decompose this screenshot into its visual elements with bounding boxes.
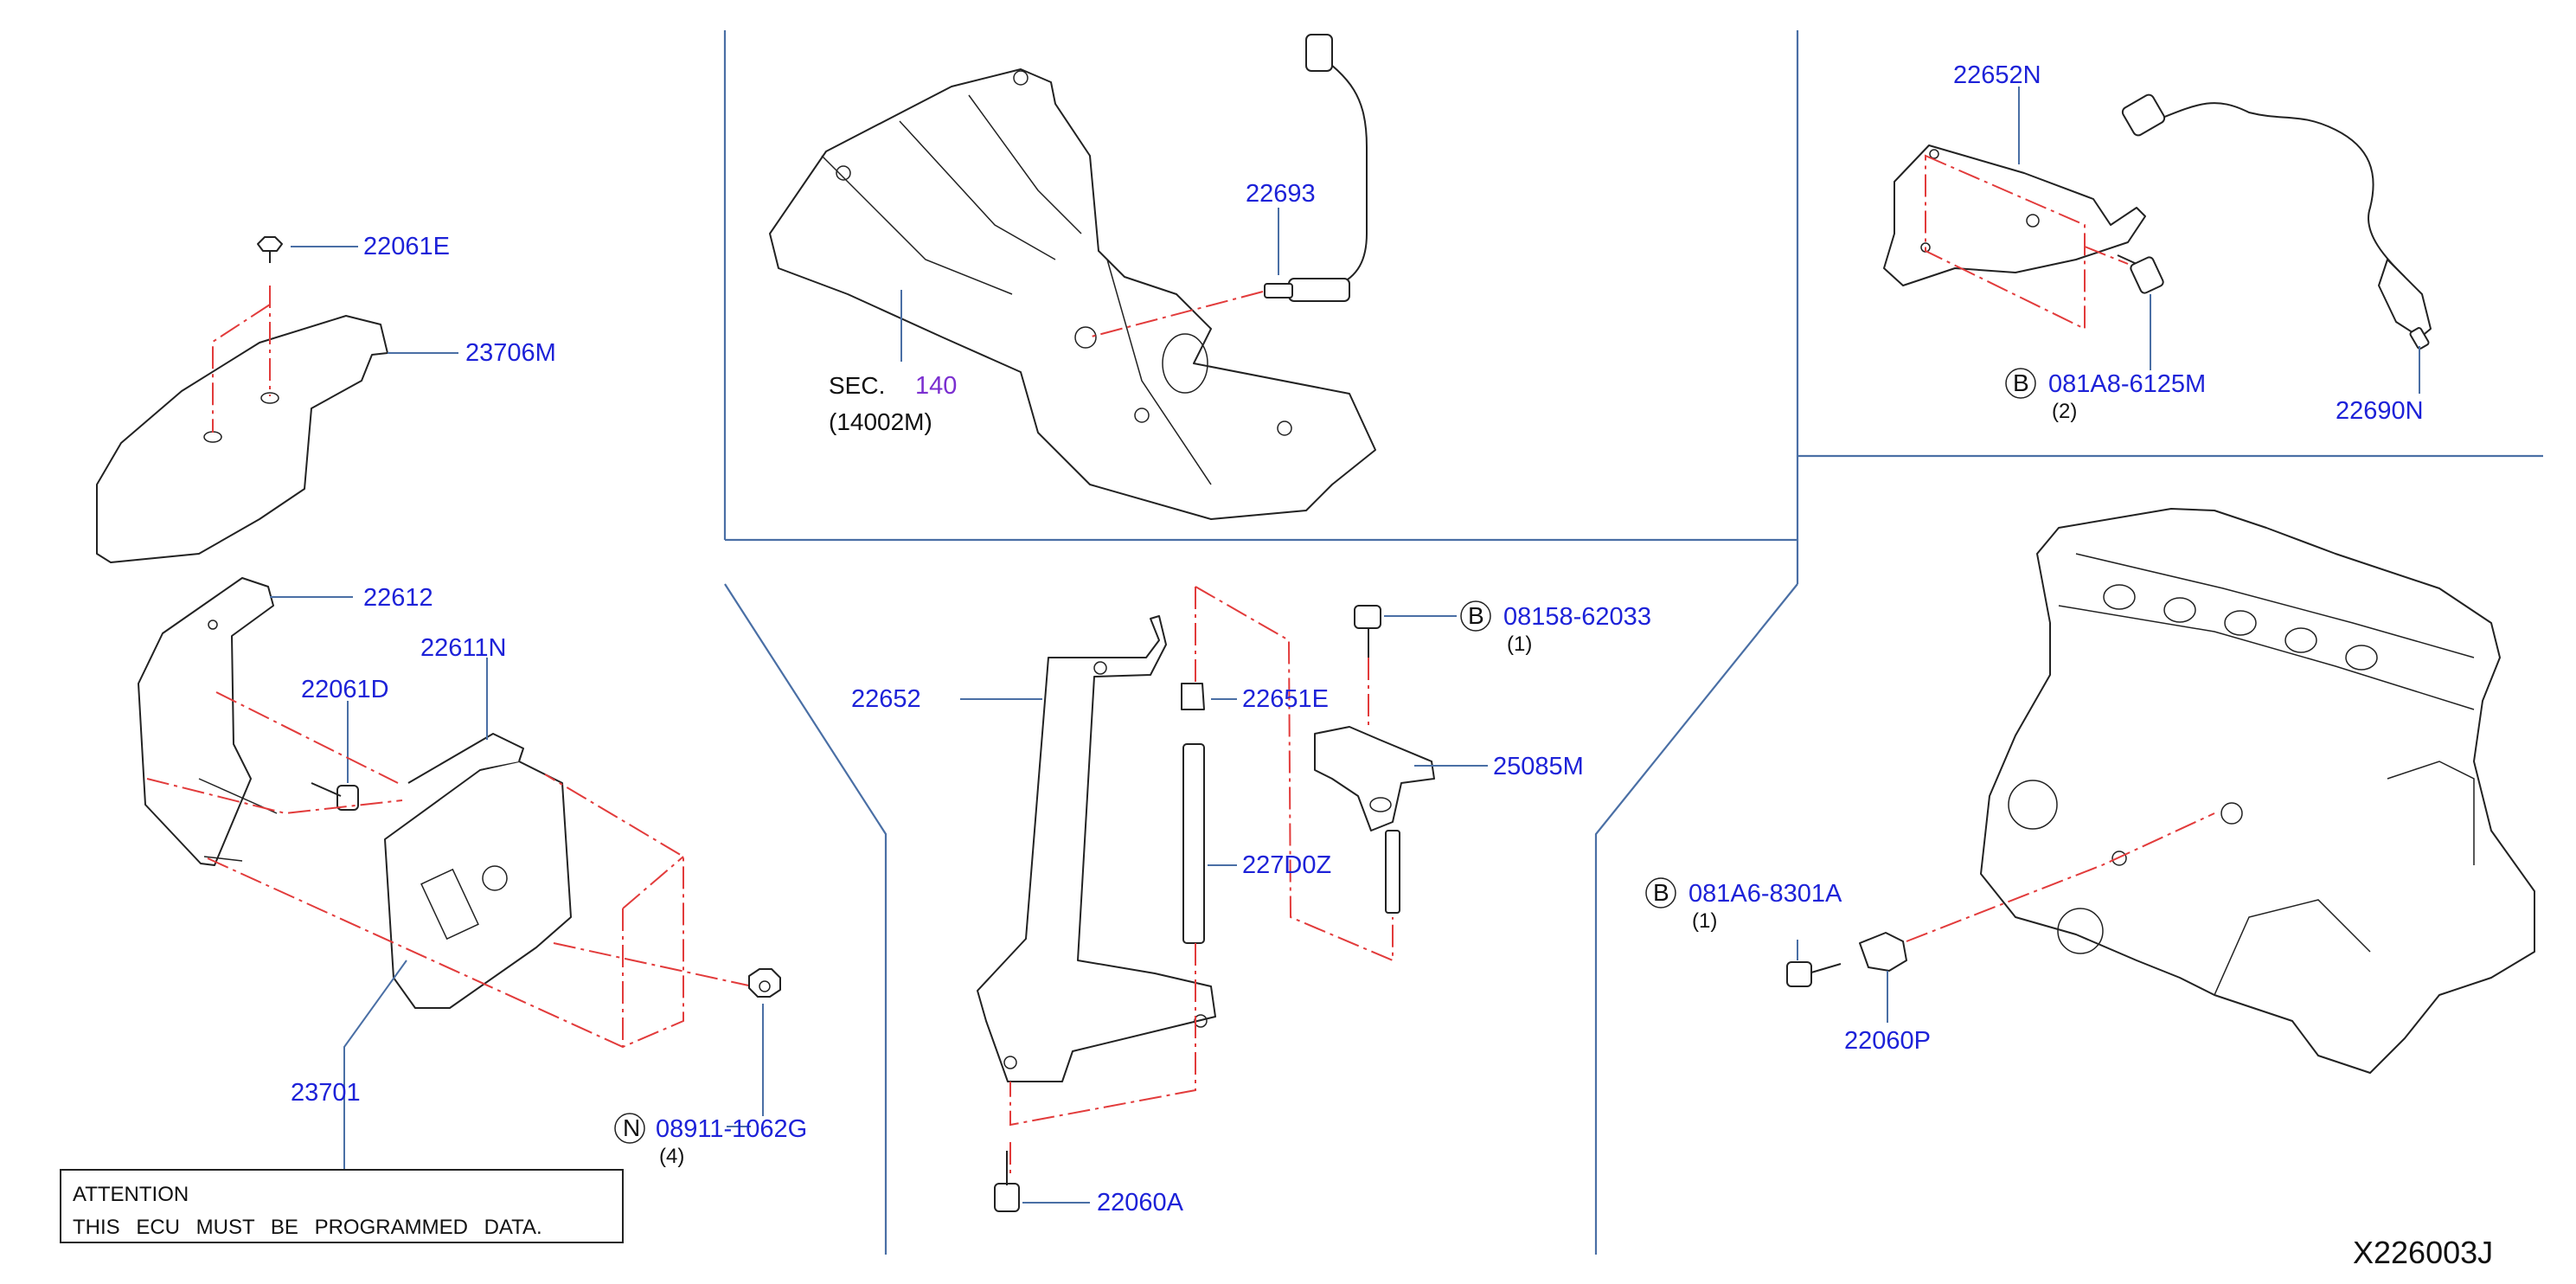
qty-081A6-8301A: (1) bbox=[1692, 909, 1717, 933]
ecu-cover-23706M bbox=[96, 315, 388, 563]
attention-title: ATTENTION bbox=[73, 1183, 189, 1206]
panel-separators bbox=[723, 30, 2543, 1255]
ecu-23701 bbox=[384, 733, 572, 1009]
part-label-081A8-6125M: 081A8-6125M bbox=[2048, 370, 2206, 398]
n-marker: N bbox=[623, 1114, 640, 1141]
heat-shield-22652N bbox=[1883, 144, 2146, 286]
qty-08911-1062G: (4) bbox=[659, 1145, 684, 1168]
b-marker: B bbox=[2013, 369, 2029, 396]
part-label-22060A: 22060A bbox=[1097, 1189, 1184, 1217]
b-marker: B bbox=[1468, 602, 1484, 629]
callout-group-bottom-middle: 22652 22651E 227D0Z B 08158-62033 (1) 25… bbox=[851, 600, 1651, 1217]
bolt-081A6-8301A bbox=[1786, 961, 1842, 987]
part-label-22061E: 22061E bbox=[363, 233, 450, 260]
callout-group-left: 22061E 23706M 22612 22611N 22061D 23701 … bbox=[291, 233, 807, 1168]
bracket-22652 bbox=[977, 615, 1216, 1082]
spacer-22651E bbox=[1181, 683, 1205, 710]
diagram-id: X226003J bbox=[2353, 1235, 2493, 1270]
part-label-22693: 22693 bbox=[1246, 180, 1316, 208]
b-marker-circle bbox=[1460, 600, 1491, 632]
part-label-22611N: 22611N bbox=[420, 634, 506, 662]
bolt-22061D bbox=[311, 782, 359, 811]
knock-sensor-22060P bbox=[1859, 932, 1907, 972]
bolt-22060A bbox=[994, 1151, 1020, 1212]
b-marker: B bbox=[1653, 879, 1669, 906]
part-label-08158-62033: 08158-62033 bbox=[1503, 603, 1651, 631]
nut-08911-1062G bbox=[748, 968, 781, 998]
part-label-22061D: 22061D bbox=[301, 676, 389, 703]
bolt-08158-62033 bbox=[1354, 605, 1381, 658]
part-label-227D0Z: 227D0Z bbox=[1242, 851, 1331, 879]
exhaust-manifold-catalyst bbox=[769, 68, 1376, 520]
part-label-08911-1062G: 08911-1062G bbox=[656, 1115, 807, 1143]
middle-centerlines bbox=[1009, 586, 1394, 1178]
bracket-22612 bbox=[138, 577, 278, 866]
part-label-22690N: 22690N bbox=[2336, 397, 2424, 425]
callout-group-bottom-right: B 081A6-8301A (1) 22060P bbox=[1645, 877, 1931, 1055]
top-right-centerlines bbox=[1925, 154, 2129, 331]
section-label: SEC. bbox=[829, 372, 885, 399]
part-label-23706M: 23706M bbox=[465, 339, 556, 367]
part-label-22060P: 22060P bbox=[1844, 1027, 1931, 1055]
b-marker-circle bbox=[2005, 368, 2036, 399]
section-sub: (14002M) bbox=[829, 408, 932, 435]
clip-22061E bbox=[257, 236, 283, 263]
part-label-23701: 23701 bbox=[291, 1079, 361, 1107]
sensor-25085M bbox=[1314, 726, 1435, 914]
n-marker-circle bbox=[614, 1113, 645, 1144]
section-number: 140 bbox=[915, 372, 957, 400]
o2-sensor-22693 bbox=[1264, 34, 1368, 302]
part-label-081A6-8301A: 081A6-8301A bbox=[1688, 880, 1842, 908]
part-label-22652: 22652 bbox=[851, 685, 921, 713]
part-label-25085M: 25085M bbox=[1493, 753, 1584, 780]
part-label-22612: 22612 bbox=[363, 584, 433, 612]
b-marker-circle bbox=[1645, 877, 1676, 908]
ecu-mount-centerlines bbox=[146, 691, 753, 1049]
bolt-081A8-6125M bbox=[2117, 254, 2164, 294]
qty-081A8-6125M: (2) bbox=[2052, 400, 2077, 423]
callout-group-top-middle: SEC. 140 (14002M) 22693 bbox=[829, 180, 1316, 435]
part-label-22651E: 22651E bbox=[1242, 685, 1329, 713]
callout-group-top-right: 22652N B 081A8-6125M (2) 22690N bbox=[1953, 61, 2424, 425]
rod-227D0Z bbox=[1182, 743, 1205, 944]
o2-sensor-22690N bbox=[2121, 93, 2432, 350]
part-label-22652N: 22652N bbox=[1953, 61, 2041, 89]
attention-box: ATTENTION THIS ECU MUST BE PROGRAMMED DA… bbox=[60, 1169, 624, 1243]
qty-08158-62033: (1) bbox=[1507, 632, 1532, 656]
engine-block bbox=[1980, 508, 2535, 1074]
attention-message: THIS ECU MUST BE PROGRAMMED DATA. bbox=[73, 1216, 542, 1239]
